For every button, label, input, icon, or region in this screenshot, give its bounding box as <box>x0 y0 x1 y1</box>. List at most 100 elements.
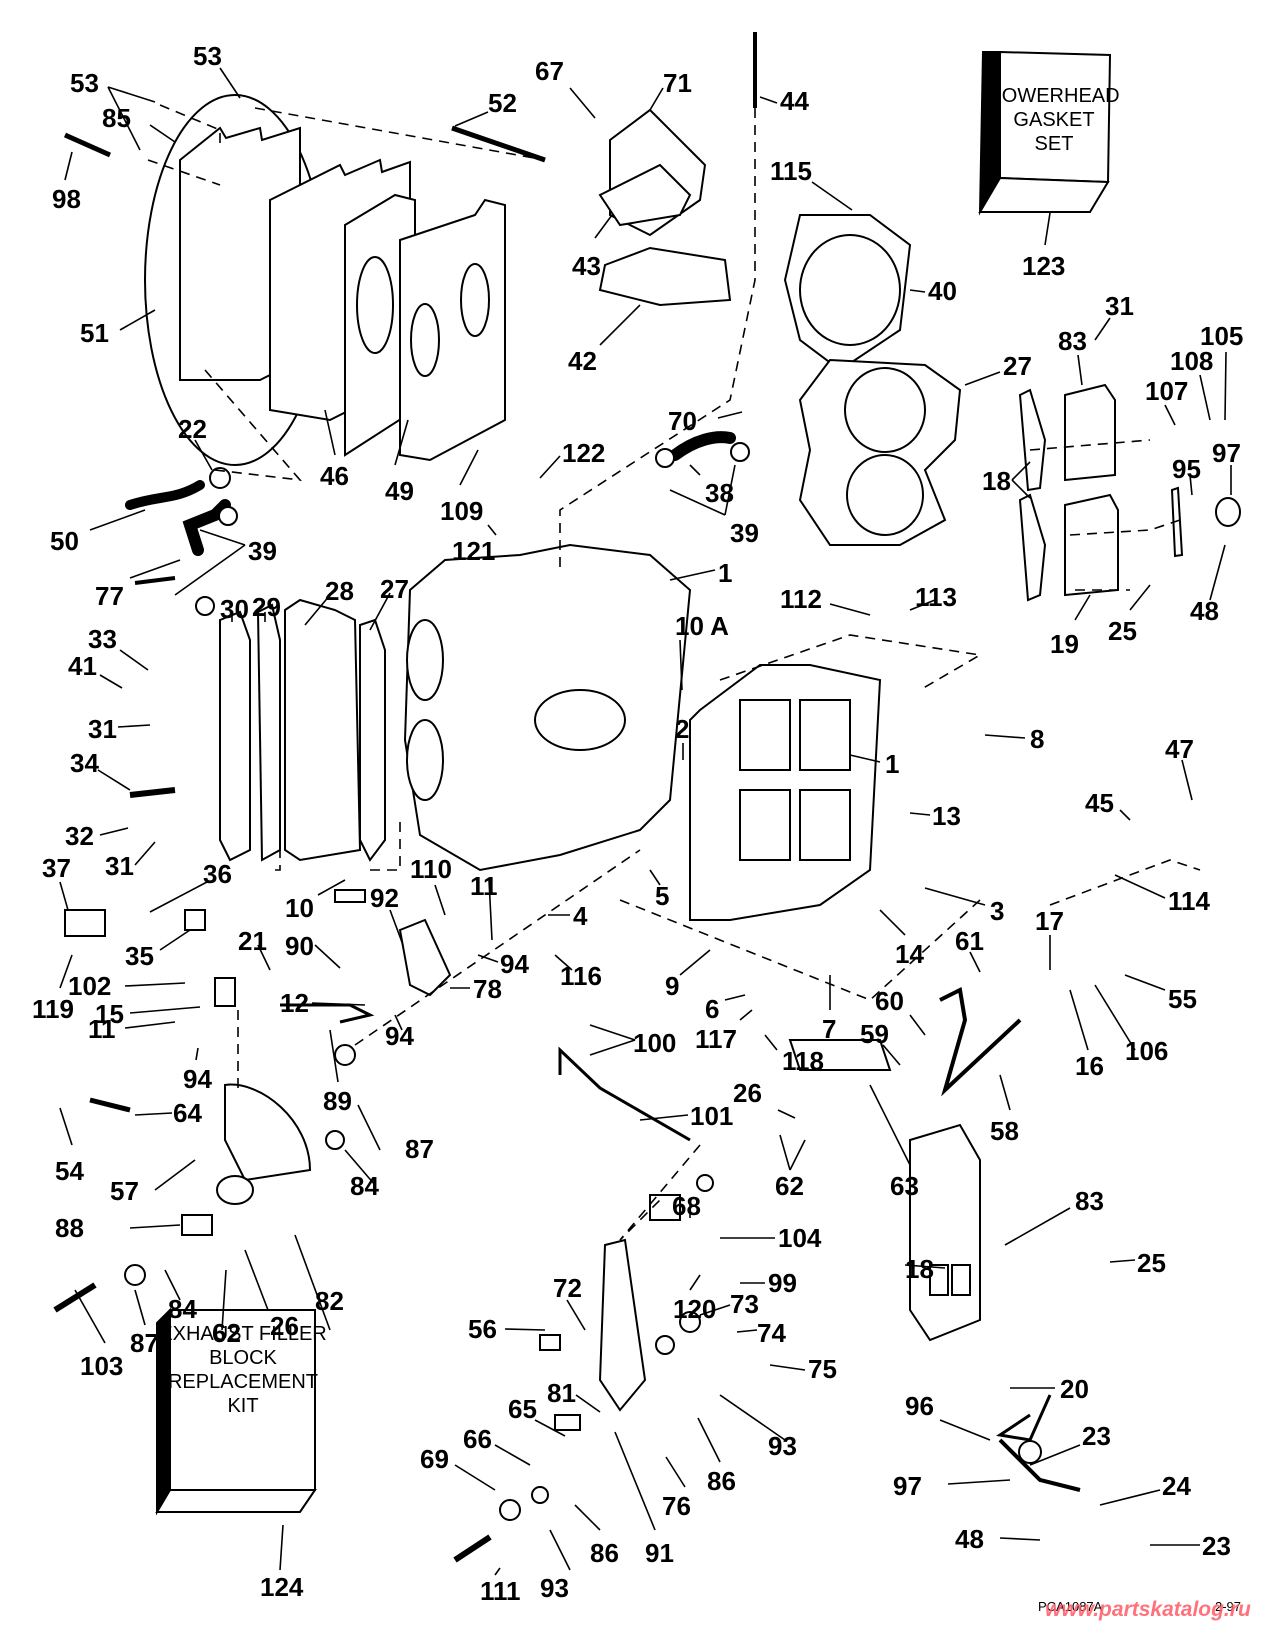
callout-105: 105 <box>1200 321 1243 421</box>
svg-text:31: 31 <box>105 851 134 881</box>
callout-11-low: 11 <box>88 1014 176 1044</box>
svg-text:10 A: 10 A <box>675 611 729 641</box>
svg-text:124: 124 <box>260 1572 304 1602</box>
callout-10: 10 <box>285 879 346 923</box>
kit-124-line-1: EXHAUST FILLER <box>159 1323 326 1345</box>
part-1-window-3 <box>739 789 791 861</box>
callout-94-c: 94 <box>183 1047 212 1094</box>
part-63-bracket <box>788 1039 892 1071</box>
part-15-block <box>214 977 236 1007</box>
part-78-bracket <box>398 918 452 997</box>
callout-86-low: 86 <box>574 1504 619 1568</box>
svg-text:1: 1 <box>718 558 732 588</box>
part-39-clamp-a <box>218 506 238 526</box>
svg-text:15: 15 <box>95 999 124 1029</box>
svg-text:91: 91 <box>645 1538 674 1568</box>
kit-box-123-bottom <box>978 176 1110 213</box>
callout-18-low: 18 <box>904 1254 946 1284</box>
svg-text:42: 42 <box>568 346 597 376</box>
callout-57: 57 <box>110 1159 196 1206</box>
svg-text:32: 32 <box>65 821 94 851</box>
callout-1-top: 1 <box>669 558 732 588</box>
kit-123-line-2: GASKET <box>1013 109 1094 131</box>
svg-text:13: 13 <box>932 801 961 831</box>
svg-text:109: 109 <box>440 496 483 526</box>
callout-33: 33 <box>88 624 149 671</box>
callout-5: 5 <box>649 869 669 911</box>
svg-text:31: 31 <box>1105 291 1134 321</box>
callout-82: 82 <box>294 1234 344 1331</box>
svg-text:73: 73 <box>730 1289 759 1319</box>
callout-44: 44 <box>759 86 809 116</box>
callout-72: 72 <box>553 1273 586 1331</box>
part-29-gasket <box>256 603 281 862</box>
svg-text:56: 56 <box>468 1314 497 1344</box>
svg-text:107: 107 <box>1145 376 1188 406</box>
callout-97-top: 97 <box>1212 438 1241 495</box>
callout-53a: 53 <box>70 68 156 151</box>
callout-110: 110 <box>410 854 452 916</box>
callout-7: 7 <box>822 975 836 1044</box>
svg-text:86: 86 <box>590 1538 619 1568</box>
svg-text:6: 6 <box>705 994 719 1024</box>
kit-124-line-4: KIT <box>227 1395 258 1417</box>
svg-text:84: 84 <box>350 1171 379 1201</box>
callout-51: 51 <box>80 309 156 348</box>
callout-31-mid: 31 <box>88 714 151 744</box>
svg-text:93: 93 <box>768 1431 797 1461</box>
svg-text:23: 23 <box>1082 1421 1111 1451</box>
svg-text:65: 65 <box>508 1394 537 1424</box>
svg-text:78: 78 <box>473 974 502 1004</box>
svg-text:49: 49 <box>385 476 414 506</box>
svg-text:51: 51 <box>80 318 109 348</box>
svg-text:20: 20 <box>1060 1374 1089 1404</box>
svg-text:119: 119 <box>32 994 74 1024</box>
svg-text:100: 100 <box>633 1028 676 1058</box>
callout-31-low: 31 <box>105 841 156 881</box>
svg-text:102: 102 <box>68 971 111 1001</box>
svg-text:59: 59 <box>860 1019 889 1049</box>
callout-106: 106 <box>1094 984 1168 1066</box>
callout-30: 30 <box>220 594 249 624</box>
svg-text:43: 43 <box>572 251 601 281</box>
part-82-boss <box>216 1175 254 1205</box>
svg-text:88: 88 <box>55 1213 84 1243</box>
svg-text:122: 122 <box>562 438 605 468</box>
callout-66: 66 <box>463 1424 531 1466</box>
callout-25-low: 25 <box>1109 1248 1166 1278</box>
part-1-bore-1 <box>406 619 444 701</box>
svg-text:116: 116 <box>560 961 602 991</box>
svg-text:121: 121 <box>452 536 495 566</box>
part-20-window-2 <box>951 1264 971 1296</box>
callout-6: 6 <box>705 994 746 1024</box>
svg-text:95: 95 <box>1172 454 1201 484</box>
callout-39-right: 39 <box>669 464 759 548</box>
svg-text:33: 33 <box>88 624 117 654</box>
callout-73: 73 <box>699 1289 759 1319</box>
callout-71: 71 <box>649 68 692 111</box>
svg-text:41: 41 <box>68 651 97 681</box>
svg-text:44: 44 <box>780 86 809 116</box>
callout-19: 19 <box>1050 594 1091 659</box>
callout-47: 47 <box>1165 734 1194 801</box>
kit-123-line-3: SET <box>1035 133 1074 155</box>
callout-1-mid: 1 <box>849 749 899 779</box>
part-30-cover <box>219 610 251 862</box>
svg-text:105: 105 <box>1200 321 1243 351</box>
svg-text:58: 58 <box>990 1116 1019 1146</box>
svg-text:4: 4 <box>573 901 588 931</box>
svg-text:96: 96 <box>905 1391 934 1421</box>
svg-text:123: 123 <box>1022 251 1065 281</box>
svg-text:46: 46 <box>320 461 349 491</box>
svg-text:112: 112 <box>780 584 822 614</box>
svg-text:54: 54 <box>55 1156 84 1186</box>
callout-27-left: 27 <box>369 574 409 631</box>
svg-text:31: 31 <box>88 714 117 744</box>
svg-text:87: 87 <box>130 1328 159 1358</box>
svg-text:40: 40 <box>928 276 957 306</box>
svg-text:98: 98 <box>52 184 81 214</box>
part-38-hose <box>669 431 736 461</box>
part-24-ground-strap <box>998 1438 1081 1492</box>
callout-101: 101 <box>639 1101 733 1131</box>
callout-120: 120 <box>673 1274 716 1324</box>
